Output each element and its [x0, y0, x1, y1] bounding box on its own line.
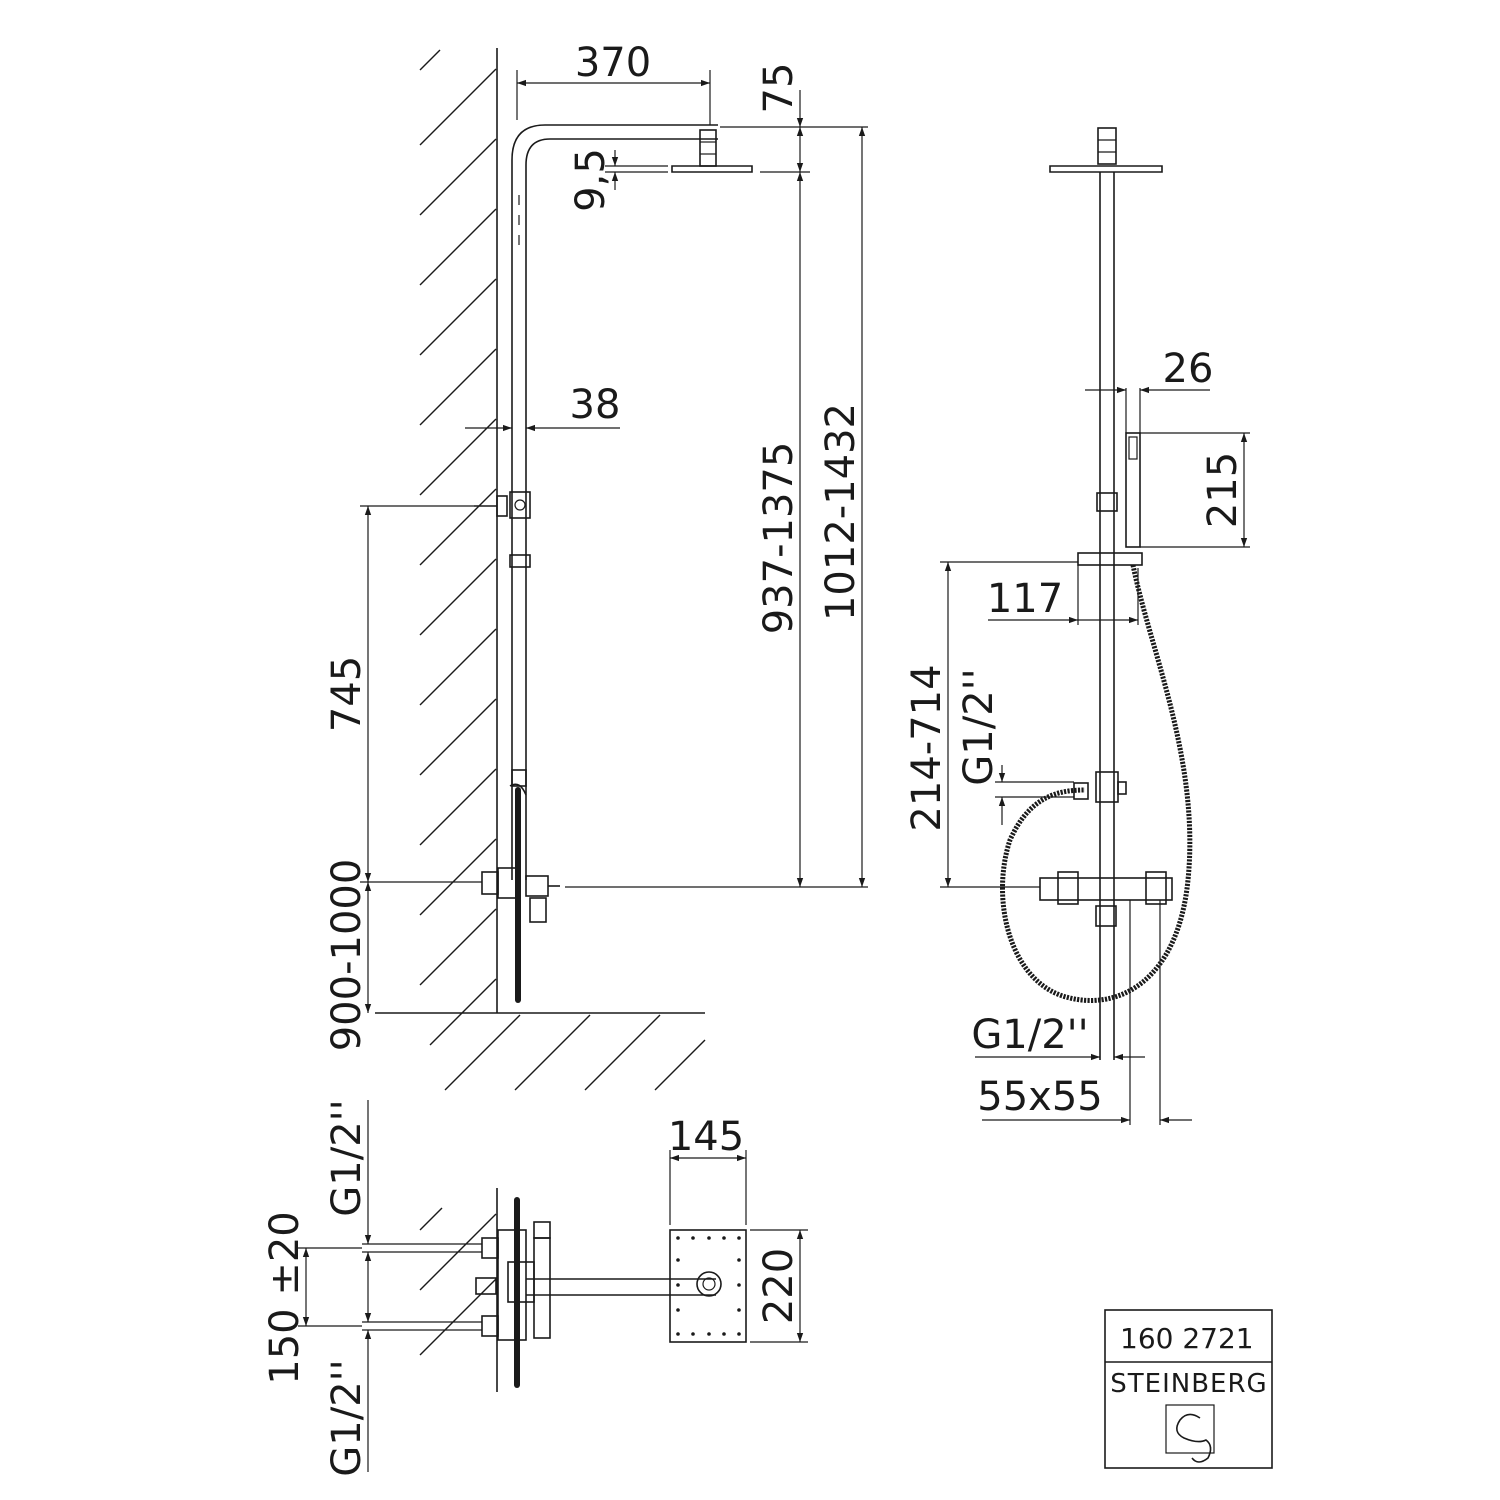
- shower-arm: [511, 124, 718, 880]
- dim-900-1000: 900-1000: [324, 859, 482, 1052]
- dim-26: 26: [1085, 346, 1213, 433]
- plan-wall-hatching: [419, 1207, 497, 1356]
- dim-text-g12-inlet-top: G1/2'': [324, 1099, 370, 1216]
- dim-g12-inlet-bottom: G1/2'': [324, 1330, 372, 1477]
- rain-head-front: [1049, 127, 1163, 173]
- dim-g12-inlet-top: G1/2'': [324, 1099, 372, 1244]
- mixer-plan: [475, 1221, 551, 1341]
- wall-hatching: [419, 49, 706, 1091]
- wall-bracket: [474, 491, 531, 568]
- dim-38: 38: [465, 382, 621, 432]
- dim-text-215: 215: [1200, 452, 1246, 528]
- dim-g12-outlet: G1/2'': [956, 668, 1074, 825]
- brand-name: STEINBERG: [1110, 1369, 1267, 1399]
- dim-150-20: 150 ±20: [262, 1211, 362, 1385]
- dim-9-5: 9,5: [568, 148, 668, 212]
- dim-1012-1432: 1012-1432: [818, 127, 866, 887]
- dim-text-55x55: 55x55: [977, 1074, 1102, 1120]
- plan-view: 145 220 150 ±20 G1/2'' G1/2'': [262, 1099, 808, 1477]
- dim-745: 745: [324, 505, 474, 882]
- dim-145: 145: [668, 1114, 747, 1225]
- mixer-side: [481, 867, 560, 923]
- dim-text-g12-inlet-bottom: G1/2'': [324, 1359, 370, 1476]
- thermostat-front: [1039, 871, 1173, 927]
- handshower-front: [1077, 432, 1143, 566]
- dim-117: 117: [987, 565, 1139, 625]
- dim-text-145: 145: [668, 1114, 744, 1160]
- dim-text-745: 745: [324, 656, 370, 732]
- dim-937-1375: 937-1375: [756, 172, 804, 887]
- rain-head-side: [671, 129, 753, 173]
- dim-text-1012-1432: 1012-1432: [818, 403, 864, 621]
- dim-text-g12-outlet: G1/2'': [956, 668, 1002, 785]
- dim-text-75: 75: [756, 63, 802, 114]
- dim-220: 220: [750, 1229, 808, 1343]
- dim-text-9-5: 9,5: [568, 148, 614, 212]
- dim-text-117: 117: [987, 576, 1063, 622]
- dim-text-937-1375: 937-1375: [756, 442, 802, 635]
- dim-text-26: 26: [1163, 346, 1214, 392]
- dim-215: 215: [1140, 432, 1250, 548]
- mounting-plate: [669, 1229, 747, 1343]
- article-number: 160 2721: [1120, 1322, 1254, 1355]
- hose-connector: [1073, 771, 1127, 803]
- dim-214-714: 214-714: [904, 561, 1078, 888]
- dim-text-220: 220: [756, 1248, 802, 1324]
- handshower-holder-side: [509, 769, 527, 796]
- rail-slider: [1096, 492, 1118, 512]
- dim-text-150-20: 150 ±20: [262, 1211, 308, 1384]
- dim-text-g12-bottom: G1/2'': [971, 1012, 1088, 1058]
- dim-55x55: 55x55: [977, 900, 1192, 1125]
- dim-75: 75: [720, 63, 868, 173]
- front-view: 26 215 117 214-714: [904, 127, 1250, 1125]
- steinberg-logo-icon: [1165, 1404, 1215, 1463]
- title-block: 160 2721 STEINBERG: [1104, 1309, 1273, 1469]
- dim-text-214-714: 214-714: [904, 664, 950, 831]
- dim-370: 370: [516, 40, 711, 125]
- dim-text-900-1000: 900-1000: [324, 859, 370, 1052]
- dim-text-370: 370: [575, 40, 651, 86]
- dim-g12-bottom: G1/2'': [971, 1012, 1145, 1061]
- dim-text-38: 38: [570, 382, 621, 428]
- side-view: 370 75 9,5 38 937-1375: [324, 40, 868, 1091]
